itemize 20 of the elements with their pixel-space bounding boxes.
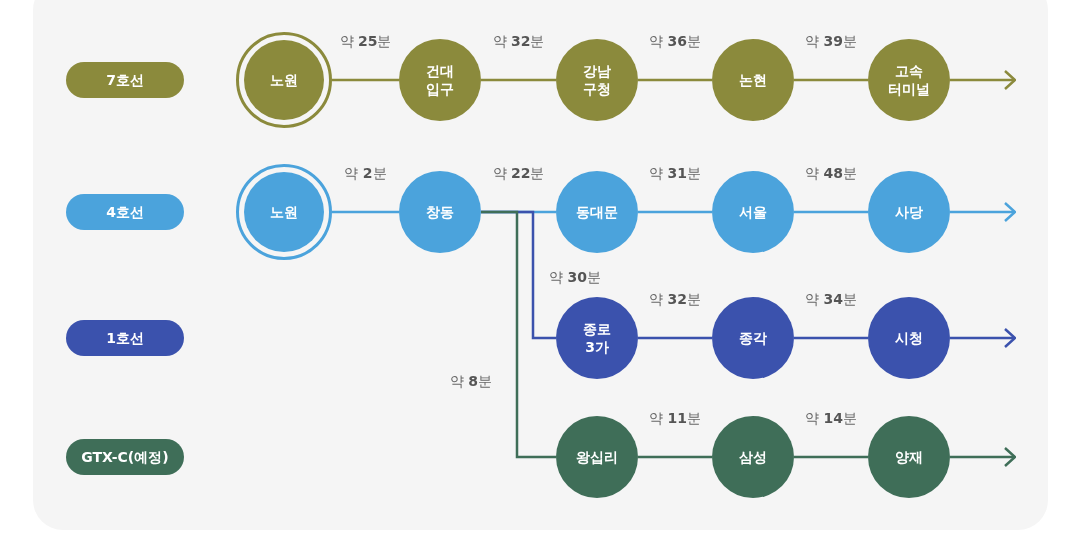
route-line	[794, 78, 868, 82]
route-line	[638, 336, 712, 340]
route-line	[481, 78, 556, 82]
route-arrow	[950, 446, 1017, 468]
route-line	[638, 455, 712, 459]
route-line	[794, 336, 868, 340]
route-line	[481, 210, 556, 459]
line-badge: 7호선	[66, 62, 184, 98]
route-line	[332, 210, 399, 214]
line-badge: GTX-C(예정)	[66, 439, 184, 475]
route-line	[638, 78, 712, 82]
route-arrow	[950, 327, 1017, 349]
route-line	[638, 210, 712, 214]
route-line	[332, 78, 399, 82]
route-line	[794, 455, 868, 459]
route-line	[794, 210, 868, 214]
line-badge: 4호선	[66, 194, 184, 230]
route-arrow	[950, 201, 1017, 223]
route-arrow	[950, 69, 1017, 91]
line-badge: 1호선	[66, 320, 184, 356]
